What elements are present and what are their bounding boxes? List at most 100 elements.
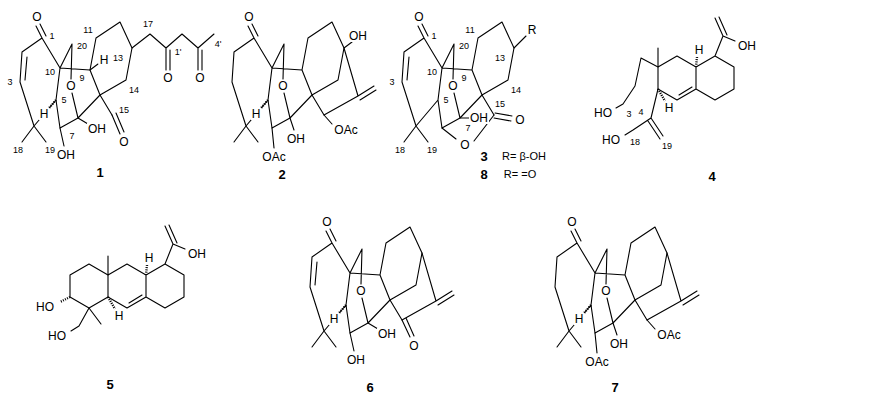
atom-label: O [355, 285, 366, 297]
atom-label: HO [47, 330, 67, 342]
hashed-bond [584, 305, 591, 313]
compound-number: 2 [277, 168, 286, 181]
bond-lines [310, 227, 422, 347]
locant-number: 20 [76, 42, 88, 51]
compound-number: 4 [707, 170, 716, 183]
atom-label: OAc [261, 151, 286, 163]
locant-number: 11 [464, 26, 475, 35]
locant-number: 7 [68, 132, 75, 141]
atom-label: O [459, 139, 470, 151]
atom-label: OH [286, 133, 306, 145]
atom-label: OH [469, 112, 489, 124]
atom-label: HO [593, 107, 613, 119]
atom-label: H [99, 54, 110, 66]
atom-label: H [144, 252, 155, 264]
atom-label: O [243, 11, 254, 23]
locant-number: 9 [78, 74, 85, 83]
locant-number: 15 [118, 106, 130, 115]
locant-number: 3 [388, 78, 395, 87]
locant-number: 13 [494, 54, 506, 63]
locant-number: 10 [44, 68, 56, 77]
compound-number: 1 [95, 166, 104, 179]
atom-label: O [447, 80, 458, 92]
locant-number: 19 [44, 146, 56, 155]
bond-lines [402, 22, 514, 142]
atom-label: OH [609, 338, 629, 350]
bond-lines [108, 225, 185, 308]
compound-structure [310, 227, 454, 351]
atom-label: OH [346, 354, 366, 366]
locant-number: 20 [458, 42, 470, 51]
bond-lines [25, 34, 214, 146]
atom-label: OH [87, 123, 107, 135]
bond-lines [616, 58, 663, 139]
hashed-bond [658, 57, 697, 101]
compound-number: 3 [479, 150, 488, 163]
locant-number: 11 [82, 26, 93, 35]
atom-label: O [118, 136, 129, 148]
locant-number: 19 [426, 146, 438, 155]
compound-number: 5 [105, 378, 114, 391]
atom-label: O [194, 72, 205, 84]
compound-number: 8 [479, 168, 488, 181]
bond-lines [407, 36, 526, 141]
hashed-bond [261, 100, 268, 108]
locant-number: 1' [174, 48, 183, 57]
atom-label: OH [348, 30, 368, 42]
atom-label: O [566, 216, 577, 228]
atom-label: OAc [584, 356, 609, 368]
atom-label: H [114, 310, 125, 322]
locant-number: 15 [494, 100, 506, 109]
atom-label: H [251, 108, 262, 120]
bond-lines [555, 227, 667, 347]
atom-label: H [694, 44, 705, 56]
compound-structure [60, 225, 185, 331]
locant-number: 14 [510, 86, 522, 95]
atom-label: H [664, 102, 675, 114]
hashed-bond [60, 265, 147, 309]
bond-lines [70, 264, 108, 331]
bond-lines [232, 22, 344, 142]
locant-number: 3 [6, 78, 13, 87]
bond-lines [315, 253, 454, 351]
hashed-bond [339, 305, 346, 313]
locant-number: 4' [214, 40, 223, 49]
atom-label: O [162, 72, 173, 84]
atom-label: O [277, 80, 288, 92]
compound-structure [555, 227, 699, 353]
bond-lines [658, 17, 735, 100]
locant-number: 18 [629, 138, 641, 147]
atom-label: OAc [333, 124, 358, 136]
bond-lines [272, 42, 376, 148]
atom-label: R [527, 24, 538, 36]
locant-number: 4 [637, 108, 644, 117]
compound-structure [616, 17, 735, 139]
atom-label: O [321, 216, 332, 228]
atom-label: H [574, 313, 585, 325]
hashed-bond [49, 100, 56, 108]
locant-number: 5 [442, 96, 449, 105]
locant-number: 10 [426, 68, 438, 77]
locant-number: 5 [60, 96, 67, 105]
atom-label: O [600, 285, 611, 297]
atom-label: OH [56, 149, 76, 161]
substituent-note: R= =O [503, 169, 537, 180]
compound-structure [232, 22, 376, 148]
bond-lines [595, 253, 699, 353]
compound-number: 6 [365, 381, 374, 394]
locant-number: 14 [128, 86, 140, 95]
atom-label: H [329, 313, 340, 325]
atom-label: O [408, 340, 419, 352]
locant-number: 18 [12, 146, 24, 155]
locant-number: 9 [460, 74, 467, 83]
locant-number: 3 [625, 110, 632, 119]
locant-number: 13 [112, 54, 124, 63]
atom-label: O [413, 11, 424, 23]
compound-structure [20, 22, 214, 146]
atom-label: OH [737, 40, 757, 52]
locant-number: 7 [464, 124, 471, 133]
atom-label: H [39, 108, 50, 120]
compound-number: 7 [610, 381, 619, 394]
atom-label: OAc [656, 329, 681, 341]
